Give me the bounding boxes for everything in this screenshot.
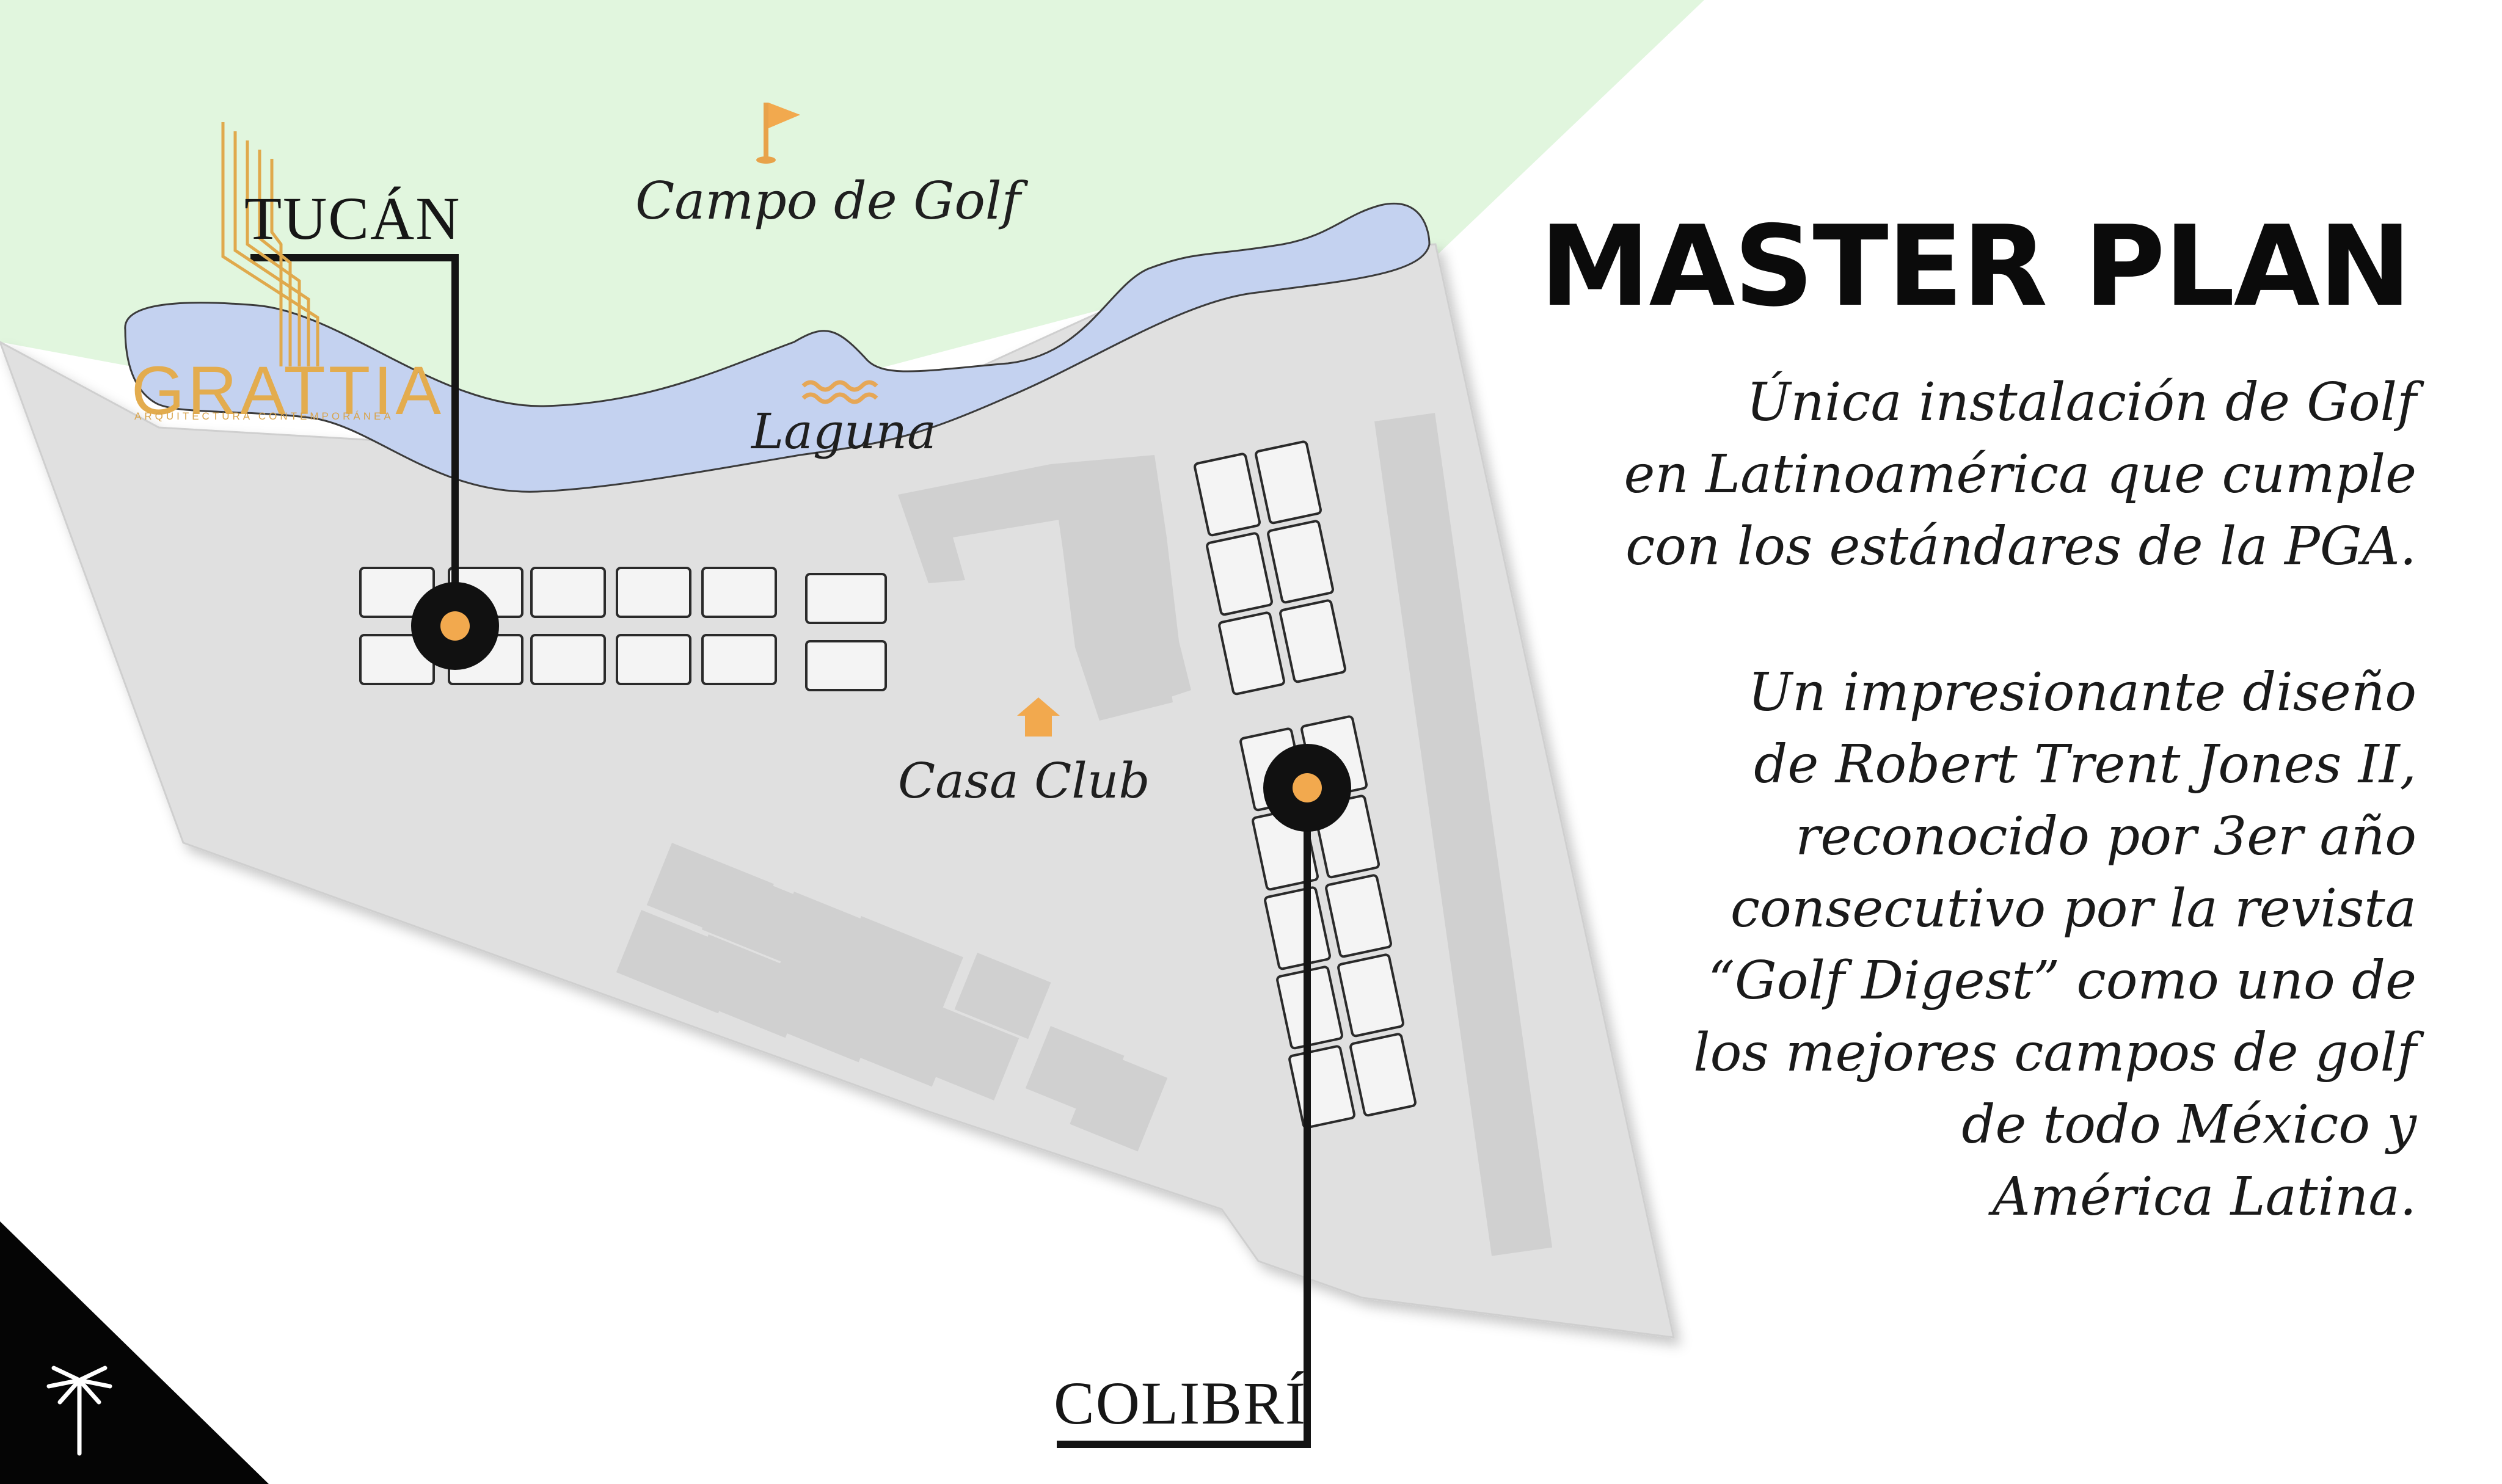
design-line: reconocido por 3er año [1795,806,2416,867]
lagoon-label: Laguna [751,403,936,460]
golf-course-area [0,0,1704,421]
colibri-marker[interactable] [1263,744,1351,832]
tucan-leader-line [250,254,459,623]
design-line: “Golf Digest” como uno de [1708,950,2416,1011]
background-buildings [616,413,1553,1256]
tucan-marker[interactable] [411,582,499,670]
design-line: consecutivo por la revista [1730,878,2416,939]
design-line: de Robert Trent Jones II, [1754,734,2416,795]
tower-label-colibri[interactable]: COLIBRÍ [1054,1369,1307,1437]
clubhouse-label: Casa Club [898,752,1150,809]
design-paragraph: Un impresionante diseño de Robert Trent … [1476,657,2416,1233]
design-line: Un impresionante diseño [1748,662,2416,723]
tower-label-tucan[interactable]: TUCÁN [244,184,461,252]
golf-course-label: Campo de Golf [635,171,1021,231]
brand-logo-mark [221,122,319,366]
design-line: de todo México y [1961,1094,2416,1155]
design-line: América Latina. [1992,1166,2416,1228]
golf-flag-icon [756,103,800,164]
intro-line: con los estándares de la PGA. [1625,516,2416,577]
house-icon [1017,697,1060,737]
intro-paragraph: Única instalación de Golf en Latinoaméri… [1476,366,2416,583]
intro-line: Única instalación de Golf [1746,372,2416,433]
brand-tagline: ARQUITECTURA CONTEMPORÁNEA [134,410,394,422]
brand-name: GRATTIA [131,352,445,429]
waves-icon [801,380,878,404]
page-title: MASTER PLAN [1539,202,2412,331]
palm-icon [46,1366,112,1456]
colibri-leader-line [1057,788,1311,1448]
design-line: los mejores campos de golf [1693,1022,2416,1083]
lagoon-area [124,203,1431,493]
intro-line: en Latinoamérica que cumple [1624,444,2416,505]
